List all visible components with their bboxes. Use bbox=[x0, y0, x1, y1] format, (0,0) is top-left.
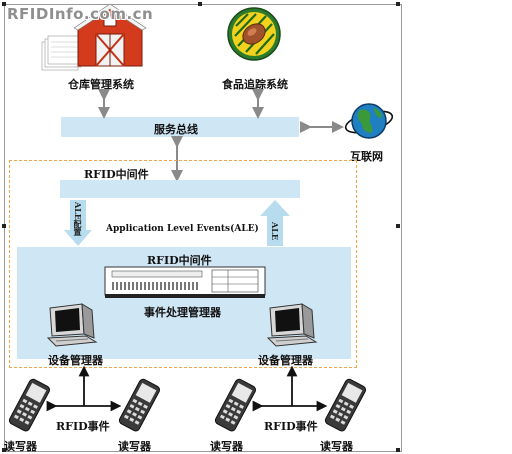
middleware-top-bar bbox=[60, 180, 300, 198]
reader-label: 读写器 bbox=[4, 440, 37, 453]
internet-globe-icon bbox=[344, 103, 394, 139]
rfid-event-label: RFID事件 bbox=[264, 420, 318, 433]
frame-corner-marker bbox=[2, 224, 6, 228]
ale-events-label: Application Level Events(ALE) bbox=[106, 224, 259, 234]
service-bus-bar bbox=[61, 117, 299, 137]
ale-config-arrow bbox=[64, 200, 92, 246]
server-icon bbox=[104, 266, 266, 298]
ale-label: ALE bbox=[270, 222, 280, 240]
event-manager-label: 事件处理管理器 bbox=[144, 306, 221, 319]
rfid-reader-icon bbox=[214, 378, 257, 432]
internet-label: 互联网 bbox=[350, 150, 383, 163]
frame-corner-marker bbox=[2, 448, 6, 452]
rfid-reader-icon bbox=[8, 378, 51, 432]
computer-icon bbox=[46, 303, 98, 347]
reader-label: 读写器 bbox=[210, 440, 243, 453]
rfid-reader-icon bbox=[324, 378, 367, 432]
food-tracking-icon bbox=[227, 7, 281, 61]
frame-corner-marker bbox=[2, 2, 6, 6]
rfid-reader-icon bbox=[118, 378, 161, 432]
ale-return-arrow bbox=[260, 200, 290, 246]
frame-corner-marker bbox=[396, 448, 400, 452]
ale-config-label: ALE配置 bbox=[73, 202, 83, 236]
food-tracking-system-label: 食品追踪系统 bbox=[222, 78, 288, 91]
device-manager-label: 设备管理器 bbox=[258, 354, 313, 367]
warehouse-system-label: 仓库管理系统 bbox=[68, 78, 134, 91]
frame-corner-marker bbox=[396, 2, 400, 6]
watermark: RFIDInfo.com.cn bbox=[7, 5, 154, 23]
service-bus-label: 服务总线 bbox=[154, 123, 198, 136]
warehouse-icon bbox=[41, 3, 147, 71]
frame-corner-marker bbox=[396, 224, 400, 228]
middleware-title: RFID中间件 bbox=[84, 168, 149, 181]
rfid-event-label: RFID事件 bbox=[56, 420, 110, 433]
reader-label: 读写器 bbox=[118, 440, 151, 453]
reader-label: 读写器 bbox=[320, 440, 353, 453]
computer-icon bbox=[266, 303, 318, 347]
device-manager-label: 设备管理器 bbox=[48, 354, 103, 367]
frame-corner-marker bbox=[198, 2, 202, 6]
diagram-frame bbox=[4, 4, 402, 452]
middleware-inner-title: RFID中间件 bbox=[147, 254, 212, 267]
middleware-boundary bbox=[9, 160, 357, 368]
